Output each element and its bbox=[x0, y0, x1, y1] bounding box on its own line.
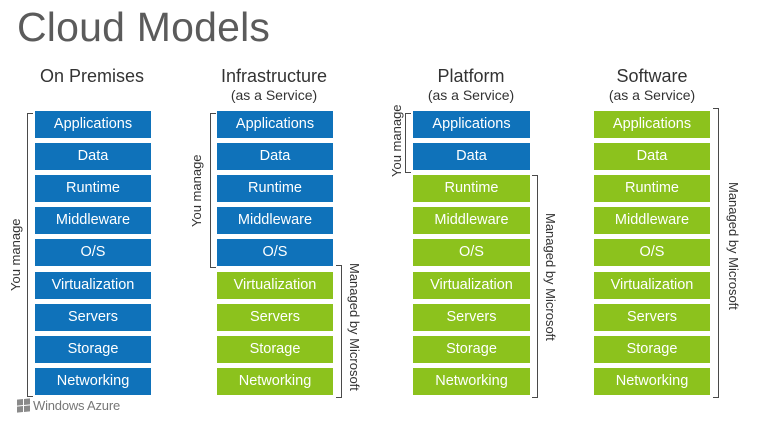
column-title: Platform bbox=[437, 66, 505, 86]
layer-box-iaas: Applications bbox=[217, 111, 333, 138]
layer-box-iaas: Servers bbox=[217, 304, 333, 331]
layer-box-on-premises: O/S bbox=[35, 239, 151, 266]
managed-by-microsoft-label-paas: Managed by Microsoft bbox=[543, 213, 558, 341]
layer-box-paas: Storage bbox=[413, 336, 530, 363]
layer-box-paas: Virtualization bbox=[413, 272, 530, 299]
layer-box-saas: Applications bbox=[594, 111, 710, 138]
layer-box-paas: Data bbox=[413, 143, 530, 170]
layer-box-on-premises: Servers bbox=[35, 304, 151, 331]
layer-box-iaas: Middleware bbox=[217, 207, 333, 234]
column-subtitle: (as a Service) bbox=[608, 87, 696, 103]
column-title: Infrastructure bbox=[220, 66, 328, 86]
layer-box-paas: Applications bbox=[413, 111, 530, 138]
layer-box-on-premises: Storage bbox=[35, 336, 151, 363]
you-manage-bracket-iaas bbox=[210, 113, 216, 268]
managed-by-microsoft-bracket-iaas bbox=[336, 265, 342, 398]
windows-azure-logo: Windows Azure bbox=[17, 398, 120, 413]
column-header-on-premises: On Premises bbox=[22, 65, 162, 87]
column-header-saas: Software (as a Service) bbox=[581, 65, 723, 103]
layer-box-iaas: O/S bbox=[217, 239, 333, 266]
layer-box-iaas: Runtime bbox=[217, 175, 333, 202]
layer-box-iaas: Virtualization bbox=[217, 272, 333, 299]
column-subtitle: (as a Service) bbox=[230, 87, 318, 103]
layer-box-saas: Storage bbox=[594, 336, 710, 363]
page-title: Cloud Models bbox=[17, 4, 271, 50]
column-subtitle: (as a Service) bbox=[427, 87, 515, 103]
layer-box-paas: Runtime bbox=[413, 175, 530, 202]
layer-box-saas: Virtualization bbox=[594, 272, 710, 299]
layer-box-saas: Servers bbox=[594, 304, 710, 331]
layer-box-on-premises: Networking bbox=[35, 368, 151, 395]
managed-by-microsoft-label-saas: Managed by Microsoft bbox=[726, 182, 741, 310]
layer-box-paas: Servers bbox=[413, 304, 530, 331]
column-header-paas: Platform (as a Service) bbox=[400, 65, 542, 103]
layer-box-iaas: Networking bbox=[217, 368, 333, 395]
windows-flag-icon bbox=[17, 398, 30, 413]
layer-box-on-premises: Applications bbox=[35, 111, 151, 138]
managed-by-microsoft-bracket-saas bbox=[713, 108, 719, 398]
layer-box-saas: Data bbox=[594, 143, 710, 170]
layer-box-paas: Middleware bbox=[413, 207, 530, 234]
you-manage-label-on-premises: You manage bbox=[8, 218, 23, 291]
layer-box-paas: Networking bbox=[413, 368, 530, 395]
you-manage-bracket-on-premises bbox=[27, 113, 33, 397]
you-manage-bracket-paas bbox=[405, 113, 411, 173]
layer-box-iaas: Storage bbox=[217, 336, 333, 363]
layer-box-on-premises: Virtualization bbox=[35, 272, 151, 299]
column-title: On Premises bbox=[39, 66, 145, 86]
layer-box-saas: O/S bbox=[594, 239, 710, 266]
you-manage-label-iaas: You manage bbox=[189, 154, 204, 227]
you-manage-label-paas: You manage bbox=[389, 104, 404, 177]
layer-box-saas: Middleware bbox=[594, 207, 710, 234]
column-title: Software bbox=[616, 66, 688, 86]
layer-box-saas: Networking bbox=[594, 368, 710, 395]
logo-text: Windows Azure bbox=[33, 398, 120, 413]
layer-box-saas: Runtime bbox=[594, 175, 710, 202]
layer-box-iaas: Data bbox=[217, 143, 333, 170]
column-header-iaas: Infrastructure (as a Service) bbox=[204, 65, 344, 103]
managed-by-microsoft-bracket-paas bbox=[532, 175, 538, 398]
layer-box-on-premises: Middleware bbox=[35, 207, 151, 234]
layer-box-on-premises: Runtime bbox=[35, 175, 151, 202]
layer-box-on-premises: Data bbox=[35, 143, 151, 170]
managed-by-microsoft-label-iaas: Managed by Microsoft bbox=[347, 263, 362, 391]
layer-box-paas: O/S bbox=[413, 239, 530, 266]
